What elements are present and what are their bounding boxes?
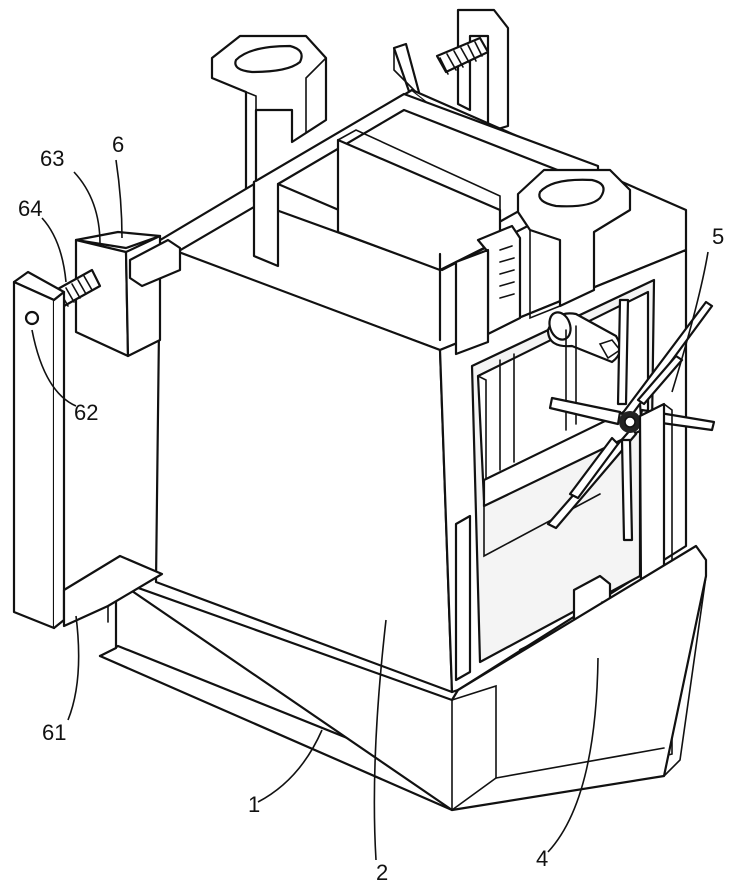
left-bracket-block xyxy=(74,230,182,358)
top-spring xyxy=(435,36,490,75)
back-left-post xyxy=(210,34,328,240)
left-plate xyxy=(12,270,164,630)
label-63: 63 xyxy=(40,146,64,171)
label-64: 64 xyxy=(18,196,42,221)
label-5: 5 xyxy=(712,224,724,249)
label-4: 4 xyxy=(536,846,548,871)
label-62: 62 xyxy=(74,400,98,425)
right-handle-post xyxy=(516,168,632,320)
label-1: 1 xyxy=(248,792,260,817)
label-2: 2 xyxy=(376,860,388,885)
label-6: 6 xyxy=(112,132,124,157)
label-61: 61 xyxy=(42,720,66,745)
leader-lines xyxy=(31,159,709,861)
back-right-post xyxy=(392,8,510,134)
front-slot-plate xyxy=(454,514,472,682)
rack-gear xyxy=(454,224,522,356)
